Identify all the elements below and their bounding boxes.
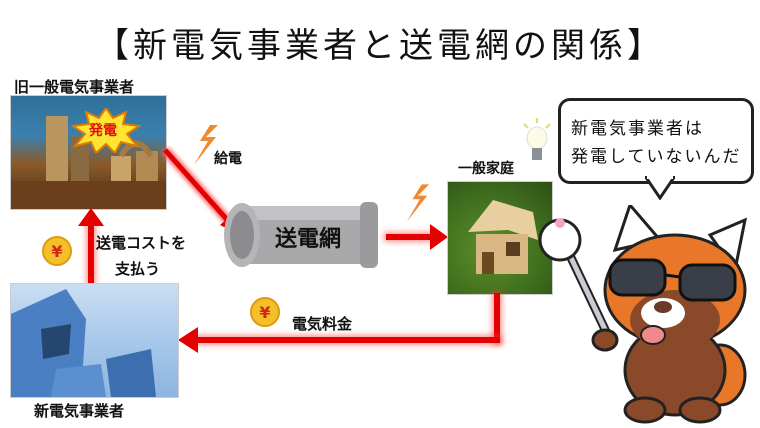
page-title: 【新電気事業者と送電網の関係】 (95, 26, 665, 66)
fee-arrow-shaft (196, 337, 500, 343)
delivery-arrow-shaft (386, 234, 434, 240)
explosion-badge-icon (71, 108, 141, 153)
speech-line-2: 発電していないんだ (571, 147, 742, 167)
generation-badge: 発電 (89, 123, 117, 139)
lightning-icon (406, 184, 430, 222)
cost-arrow-head (78, 208, 104, 226)
light-bulb-icon (523, 118, 551, 160)
new-utility-label: 新電気事業者 (34, 402, 125, 420)
factory-illustration (11, 116, 166, 209)
fee-label: 電気料金 (292, 315, 353, 333)
office-buildings-icon (11, 289, 156, 397)
cost-label-line1: 送電コストを (96, 234, 187, 252)
supply-label: 給電 (214, 151, 242, 167)
speech-line-1: 新電気事業者は (571, 119, 704, 139)
new-utility-photo (10, 283, 179, 398)
speech-bubble: 新電気事業者は 発電していないんだ (558, 98, 754, 184)
cost-arrow-shaft (88, 222, 94, 284)
delivery-arrow-head (430, 224, 448, 250)
speech-bubble-tail (645, 176, 675, 200)
cost-label-line2: 支払う (115, 260, 161, 278)
fee-arrow-head (178, 327, 198, 353)
factory-photo: 発電 (10, 95, 167, 210)
fee-arrow-vertical (494, 293, 500, 343)
household-label: 一般家庭 (458, 161, 514, 177)
wooden-house-icon (468, 200, 538, 274)
grid-label: 送電網 (275, 227, 342, 252)
red-panda-mascot-icon (538, 205, 748, 424)
lightning-icon (194, 125, 218, 165)
old-utility-label: 旧一般電気事業者 (14, 78, 135, 96)
grid-pipe-icon (224, 202, 378, 268)
yen-icon: ¥ (42, 236, 72, 266)
yen-icon: ¥ (250, 297, 280, 327)
